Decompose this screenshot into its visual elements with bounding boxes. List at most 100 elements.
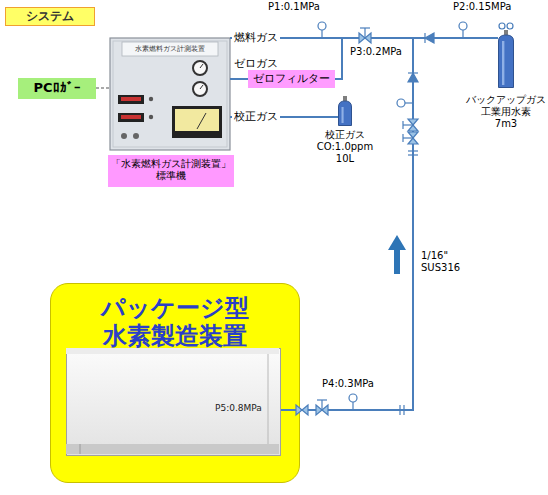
check-valve (425, 33, 434, 43)
pressure-label: 1/16" SUS316 (421, 250, 481, 274)
pressure-label: P4:0.3MPa (322, 378, 392, 390)
knob (133, 133, 139, 139)
valve-handle (402, 121, 403, 129)
gauge-stem (352, 402, 353, 410)
node-text: バックアップガス 工業用水素 7m3 (461, 94, 548, 130)
container-photo: P5:0.8MPa (66, 348, 281, 456)
node-text: システム (6, 9, 93, 23)
check-valve-seat (424, 33, 425, 43)
logger-box: PCﾛｶﾞｰ (18, 78, 96, 99)
gauge-needle (200, 85, 203, 89)
node-text: 水素燃料ガス計測装置 (122, 44, 218, 54)
switch (149, 115, 153, 119)
cylinder-body (339, 101, 352, 126)
pressure-label: 校正ガス (232, 110, 280, 123)
valve-handle (321, 400, 322, 410)
gas-pipe (230, 38, 413, 410)
cylinder-highlight (342, 107, 344, 123)
pressure-label: 燃料ガス (232, 31, 280, 44)
valve-symbol (296, 405, 302, 415)
valve-handle (403, 124, 413, 125)
valve-handle (360, 27, 370, 28)
analyzer-gauge (193, 61, 207, 75)
pipe-union (408, 150, 418, 151)
pipe-union (403, 405, 404, 415)
gas-cylinder: 校正ガス CO:1.0ppm 10L (338, 96, 352, 126)
gauge-needle (200, 64, 203, 68)
valve-symbol (316, 405, 322, 415)
meter-face (175, 109, 219, 131)
signal-line (96, 87, 110, 88)
node-text: 「水素燃料ガス計測装置」 標準機 (108, 158, 234, 182)
digital-display (118, 95, 144, 104)
pressure-label: P2:0.15MPa (453, 1, 528, 13)
display-digits (121, 115, 141, 119)
analog-meter (172, 106, 222, 138)
check-valve (408, 73, 418, 82)
cylinder-valve (504, 30, 508, 35)
display-digits (121, 97, 141, 101)
valve-handle (317, 399, 327, 400)
container-roof (66, 348, 279, 354)
valve-symbol (322, 405, 328, 415)
valve-symbol (408, 125, 418, 131)
cylinder-valve (343, 96, 347, 101)
flow-arrow (394, 248, 400, 274)
pressure-gauge (318, 22, 326, 30)
analyzer-panel (110, 38, 230, 150)
valve-symbol (408, 138, 418, 144)
cylinder-body (499, 35, 514, 88)
node-text: PCﾛｶﾞｰ (18, 80, 96, 96)
gauge-stem (462, 30, 463, 38)
gas-cylinder: バックアップガス 工業用水素 7m3 (498, 30, 514, 88)
pipe-union (408, 154, 418, 155)
container-seam (268, 354, 269, 452)
digital-display (118, 113, 144, 122)
flow-arrow (388, 235, 406, 250)
valve-symbol (408, 132, 418, 138)
container-base (66, 444, 279, 454)
pressure-label: P3:0.2MPa (350, 46, 420, 58)
valve-symbol (302, 405, 308, 415)
valve-symbol (359, 33, 365, 43)
node-text: パッケージ型 水素製造装置 (51, 294, 299, 350)
node-text: ゼロフィルター (248, 72, 335, 85)
caption-box: 「水素燃料ガス計測装置」 標準機 (108, 155, 234, 187)
gauge-stem (321, 30, 322, 38)
cylinder-outline (498, 30, 514, 88)
analyzer-gauge (193, 82, 207, 96)
pressure-gauge (459, 22, 467, 30)
analyzer-device: 水素燃料ガス計測装置 (110, 32, 230, 150)
cylinder-regulator (507, 23, 513, 29)
analyzer-nameplate (122, 42, 218, 56)
cylinder-regulator (499, 23, 505, 29)
valve-handle (402, 134, 403, 142)
pressure-label: ゼロガス (232, 57, 280, 70)
node-text: P5:0.8MPa (215, 403, 279, 414)
section-tag: システム (5, 7, 95, 26)
gas-pipe (335, 38, 498, 79)
gas-pipe (230, 78, 248, 80)
gas-pipe (281, 38, 413, 410)
check-valve-seat (408, 72, 418, 73)
valve-handle (364, 28, 365, 38)
analyzer-bezel (113, 41, 227, 147)
valve-handle (403, 137, 413, 138)
node-text: 校正ガス CO:1.0ppm 10L (315, 129, 375, 165)
knob (121, 133, 127, 139)
valve-symbol (365, 33, 371, 43)
pressure-gauge (397, 99, 405, 107)
switch (149, 97, 153, 101)
meter-needle (197, 113, 206, 129)
pipe-union (399, 405, 400, 415)
gauge-stem (405, 102, 413, 103)
cylinder-outline (338, 96, 352, 126)
package-box: パッケージ型 水素製造装置 P5:0.8MPa (50, 283, 300, 483)
filter-box: ゼロフィルター (248, 70, 335, 88)
valve-symbol (408, 119, 418, 125)
cylinder-highlight (502, 41, 504, 85)
pressure-label: P1:0.1MPa (268, 1, 338, 13)
container-seam (80, 444, 81, 454)
